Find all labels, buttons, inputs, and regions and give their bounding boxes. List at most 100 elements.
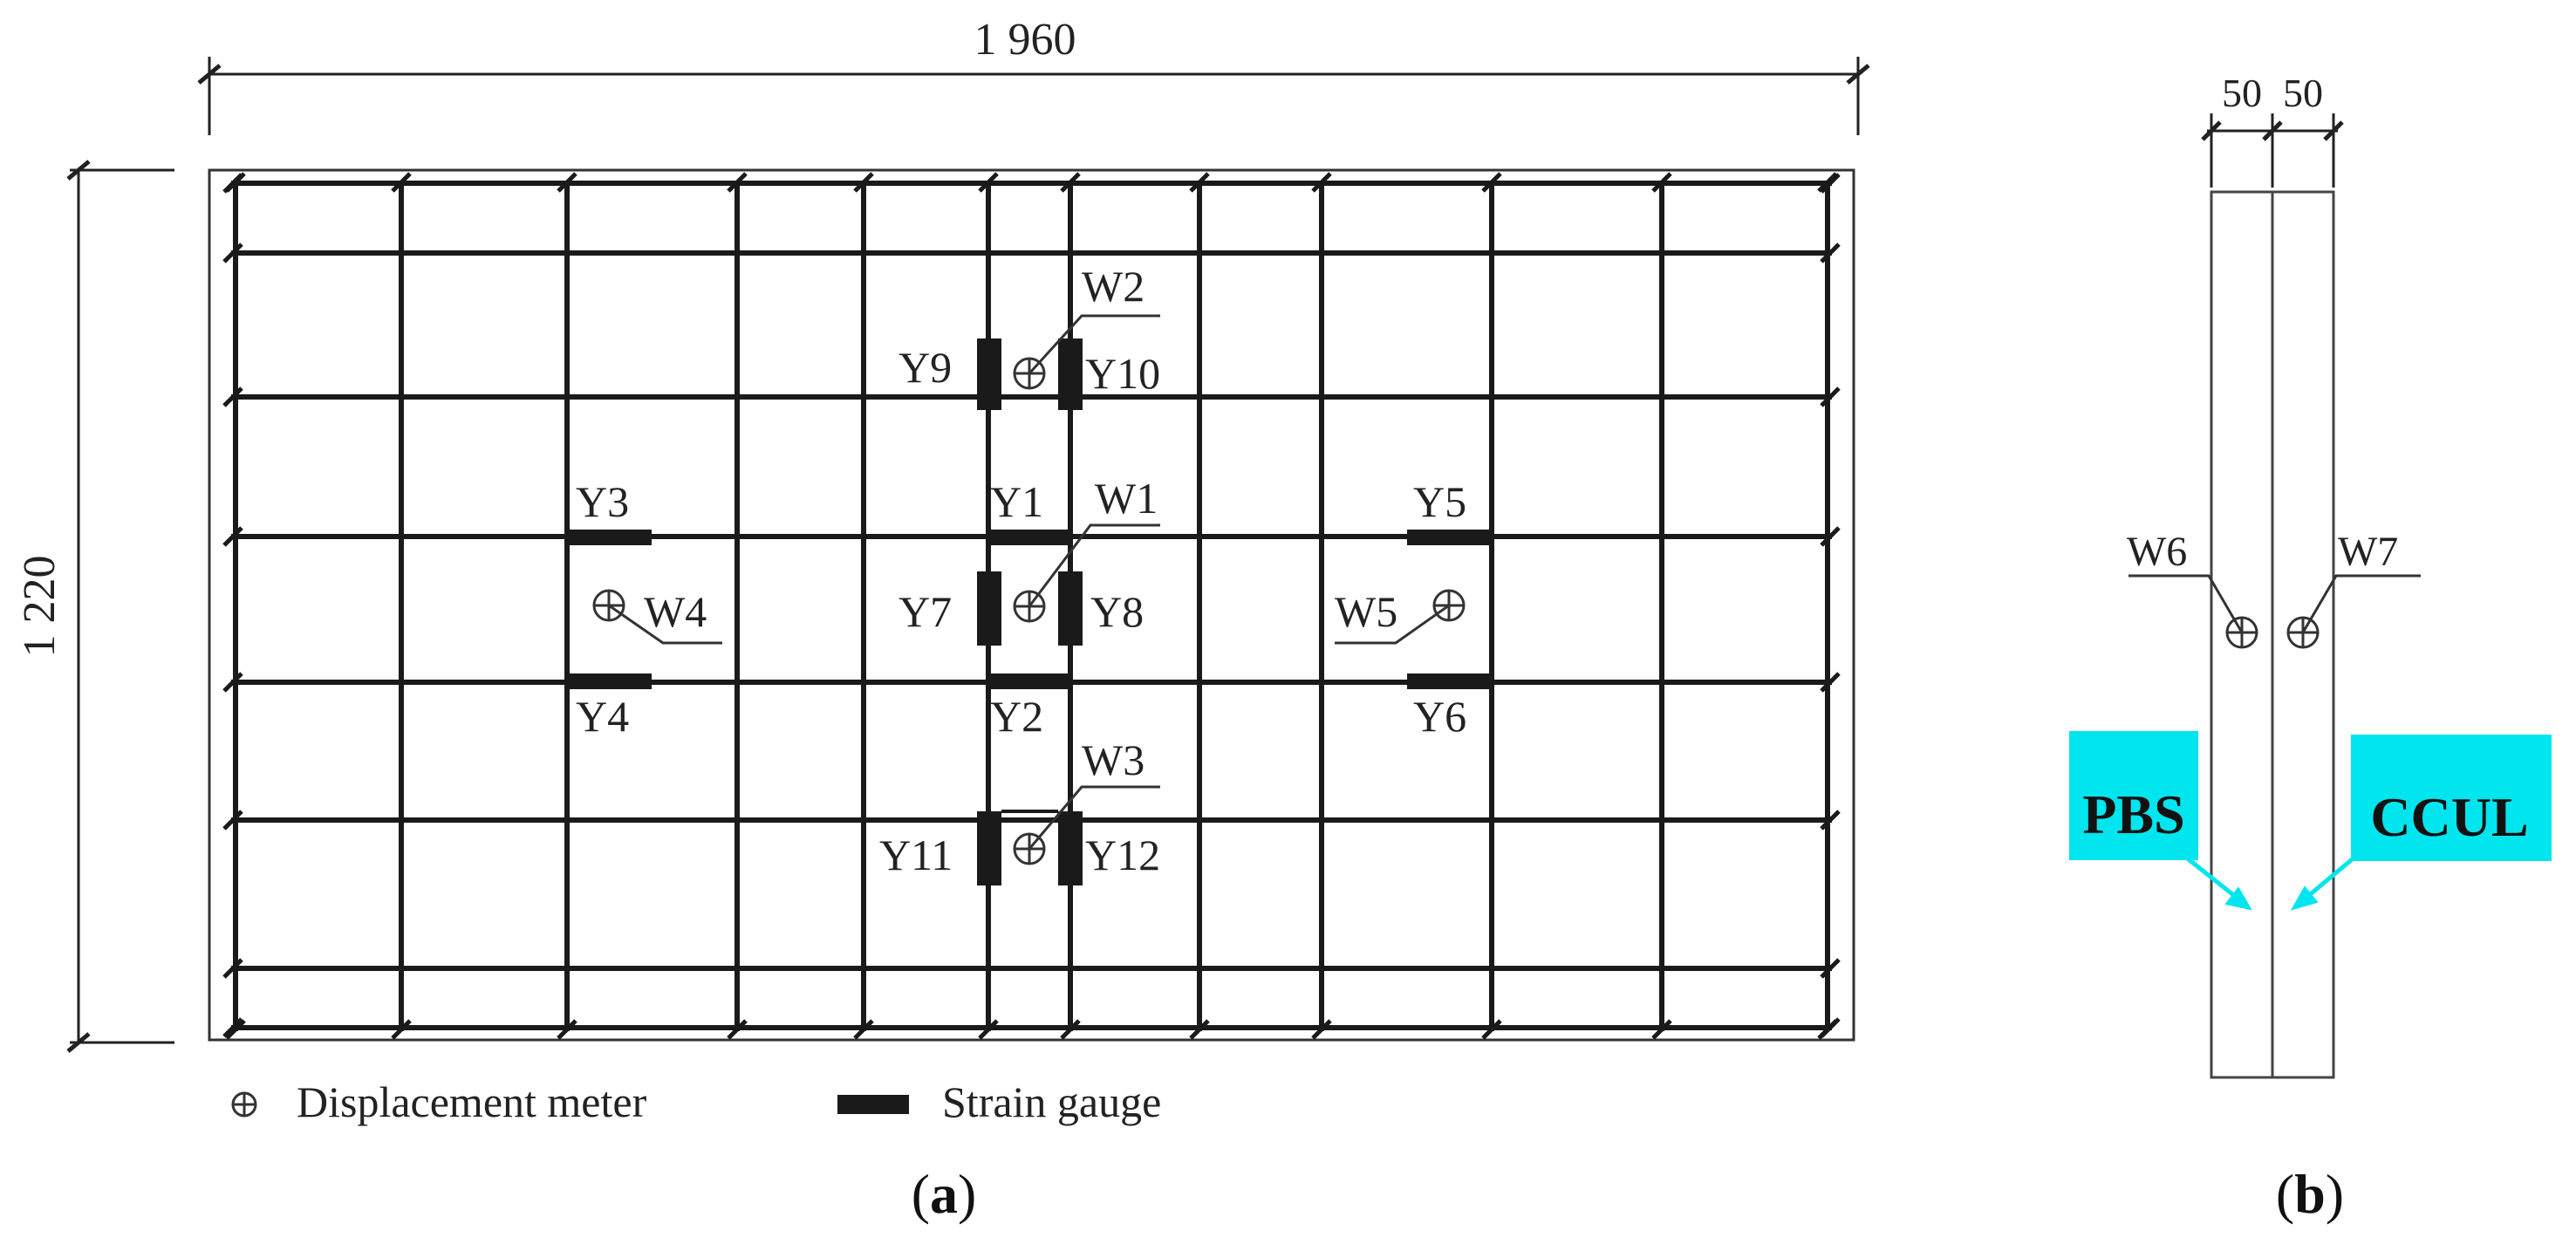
rebar-grid	[231, 181, 1832, 1031]
label-y11: Y11	[879, 831, 953, 879]
label-w6: W6	[2127, 529, 2187, 575]
rebar-end-tick	[1189, 172, 1210, 193]
rebar-end-tick	[557, 1019, 577, 1040]
legend-strain-gauge: Strain gauge	[942, 1077, 1161, 1126]
strain-gauge-y4	[567, 673, 652, 689]
rebar-end-tick	[391, 172, 412, 193]
legend-displacement-meter: Displacement meter	[297, 1077, 647, 1126]
displacement-meter-w6	[2128, 574, 2258, 649]
left-thickness-label: 50	[2222, 71, 2262, 115]
rebar-end-tick	[222, 386, 243, 407]
rebar-end-tick	[222, 958, 243, 979]
height-dimension	[66, 160, 174, 1053]
rebar-end-tick	[1820, 1017, 1841, 1038]
rebar-end-tick	[853, 1019, 874, 1040]
label-w3: W3	[1082, 735, 1145, 784]
width-dimension	[197, 57, 1870, 135]
rebar-end-tick	[391, 1019, 412, 1040]
label-y7: Y7	[899, 587, 952, 636]
rebar-end-tick	[853, 172, 874, 193]
label-y4: Y4	[576, 692, 629, 741]
label-y3: Y3	[576, 477, 629, 526]
rebar-end-tick	[727, 1019, 748, 1040]
rebar-end-tick	[1820, 526, 1841, 547]
displacement-meter-w4	[592, 589, 722, 645]
panel-b-caption-close: )	[2326, 1163, 2344, 1225]
slab-outline	[208, 168, 1855, 1042]
rebar-end-tick	[225, 1019, 246, 1040]
strain-gauges	[567, 338, 1492, 885]
strain-gauge-y7	[977, 571, 1001, 646]
panel-b: 50 50 W6 W7 PBS CCUL	[2069, 71, 2552, 1225]
displacement-meter-w3	[1013, 785, 1160, 865]
displacement-meters-b	[2128, 574, 2421, 649]
label-y12: Y12	[1085, 831, 1160, 879]
legend: Displacement meter Strain gauge	[231, 1077, 1161, 1126]
rebar-end-tick	[1311, 172, 1332, 193]
strain-gauge-y6	[1407, 673, 1492, 689]
strain-gauge-y11	[977, 811, 1001, 885]
strain-gauge-y1	[986, 530, 1070, 545]
panel-a: 1 960 1 220	[15, 15, 1870, 1225]
ccul-arrow	[2301, 855, 2357, 902]
label-w2: W2	[1082, 262, 1145, 311]
ccul-arrowhead-icon	[2290, 885, 2319, 911]
strain-gauge-y8	[1058, 571, 1083, 646]
rebar-end-tick	[222, 526, 243, 547]
pbs-arrowhead-icon	[2224, 886, 2253, 911]
rebar-end-tick	[222, 672, 243, 693]
rebar-end-tick	[1820, 958, 1841, 979]
rebar-end-tick	[1820, 243, 1841, 263]
label-w1: W1	[1095, 474, 1158, 523]
rebar-end-tick	[1060, 1019, 1081, 1040]
pbs-callout-box	[2069, 731, 2198, 860]
displacement-meter-w2	[1013, 314, 1160, 390]
ccul-callout-label: CCUL	[2370, 786, 2528, 848]
rebar-end-tick	[557, 172, 577, 193]
panel-b-caption: (b)	[2276, 1163, 2344, 1225]
label-y1: Y1	[990, 477, 1043, 526]
strain-gauge-y2	[986, 673, 1070, 689]
panel-a-caption: (a)	[912, 1163, 977, 1225]
height-dimension-label: 1 220	[15, 556, 65, 658]
strain-gauge-y9	[977, 338, 1001, 410]
label-y9: Y9	[899, 343, 952, 392]
rebar-end-tick	[1311, 1019, 1332, 1040]
label-w5: W5	[1335, 587, 1397, 636]
panel-a-caption-close: )	[958, 1163, 976, 1225]
label-y5: Y5	[1413, 477, 1466, 526]
rebar-end-tick	[978, 1019, 999, 1040]
rebar-end-tick	[1820, 386, 1841, 407]
ccul-layer	[2271, 190, 2335, 1079]
strain-gauge-y12	[1058, 811, 1083, 885]
strain-gauge-icon	[837, 1095, 909, 1114]
rebar-end-tick	[1651, 172, 1672, 193]
rebar-end-ticks	[222, 172, 1841, 1040]
label-w7: W7	[2338, 529, 2398, 575]
rebar-end-tick	[978, 172, 999, 193]
strain-gauge-y5	[1407, 530, 1492, 545]
strain-gauge-y10	[1058, 338, 1083, 410]
label-y8: Y8	[1090, 587, 1144, 636]
panel-a-caption-letter: a	[930, 1163, 958, 1225]
displacement-meter-icon	[231, 1091, 257, 1118]
rebar-end-tick	[1481, 1019, 1502, 1040]
pbs-callout-label: PBS	[2082, 783, 2184, 845]
callout-arrows	[2183, 855, 2357, 911]
displacement-meters	[592, 314, 1466, 865]
right-thickness-label: 50	[2283, 71, 2323, 115]
rebar-end-tick	[1820, 810, 1841, 831]
displacement-meter-w1	[1013, 523, 1160, 623]
rebar-end-tick	[222, 243, 243, 263]
panel-a-caption-open: (	[912, 1163, 930, 1225]
label-y6: Y6	[1413, 692, 1466, 741]
rebar-end-tick	[222, 1017, 243, 1038]
ccul-callout-box	[2351, 735, 2552, 861]
thickness-dimension	[2201, 113, 2344, 188]
rebar-end-tick	[1820, 672, 1841, 693]
rebar-end-tick	[1651, 1019, 1672, 1040]
label-y2: Y2	[990, 692, 1043, 741]
panel-b-caption-open: (	[2276, 1163, 2294, 1225]
displacement-meter-w5	[1335, 589, 1466, 645]
